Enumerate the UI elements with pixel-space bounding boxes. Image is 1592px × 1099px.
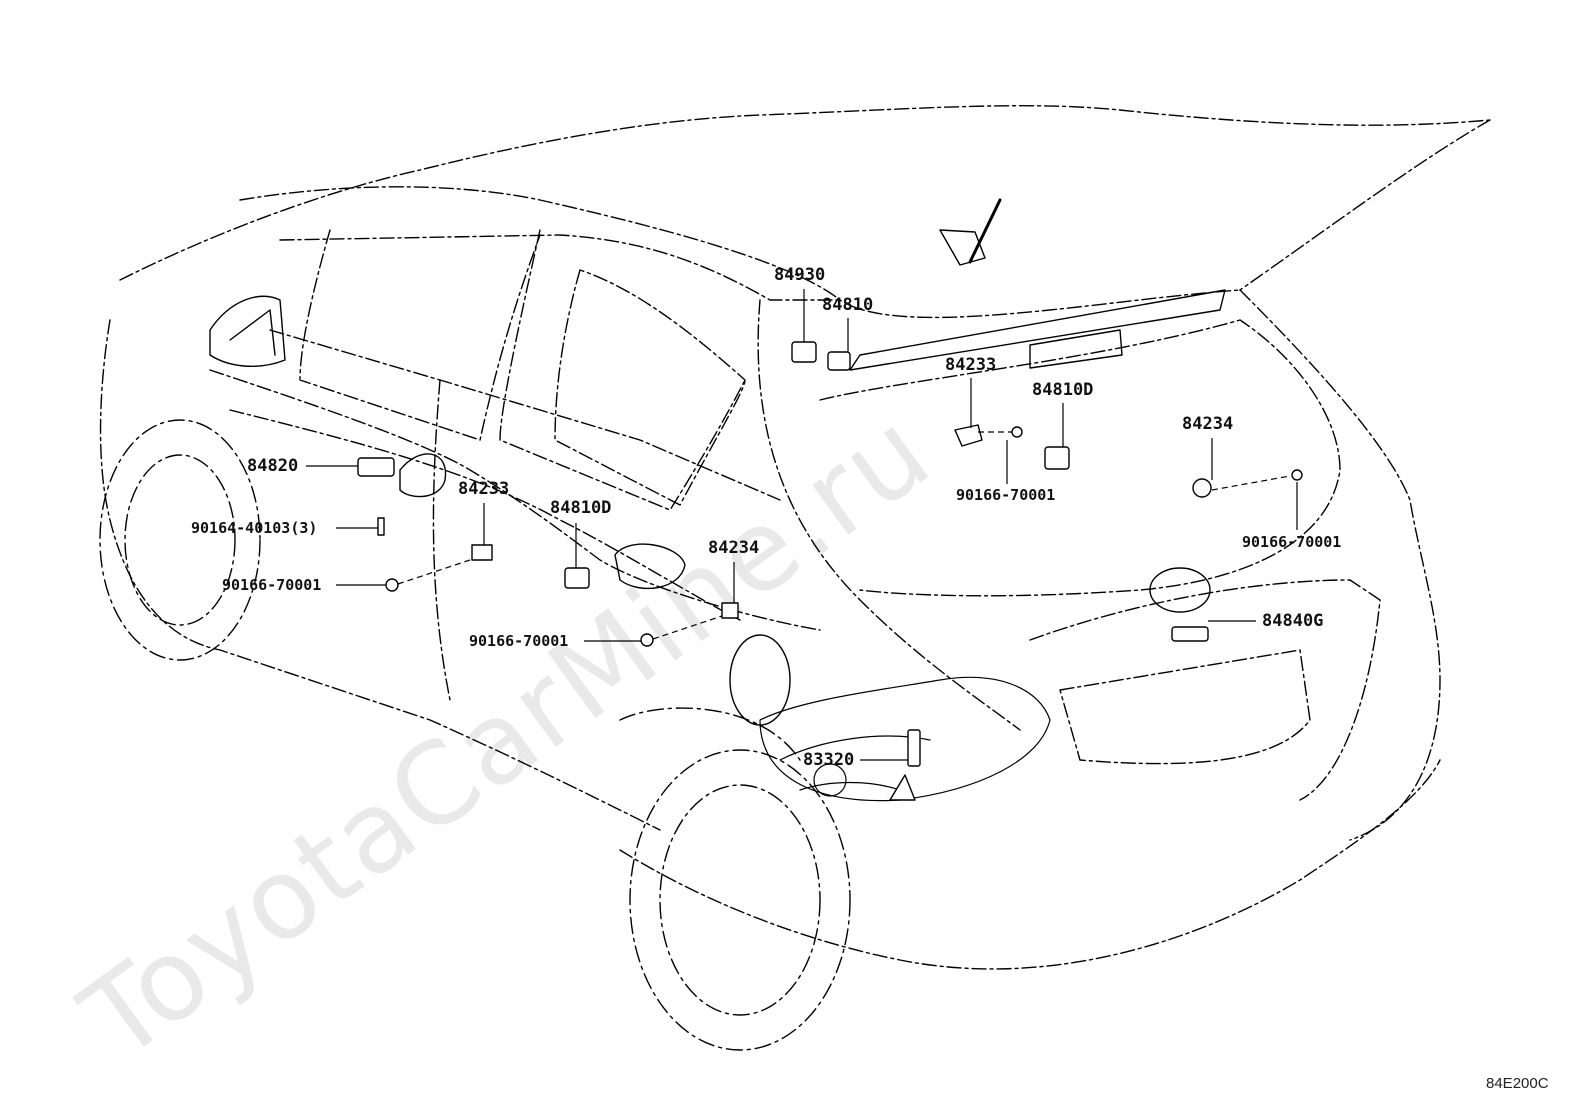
body-outline: [99, 105, 1491, 970]
label-84930: 84930: [774, 265, 826, 285]
label-83320: 83320: [803, 750, 855, 770]
rear-emblem: [1149, 567, 1211, 613]
rear-left-wheel: [99, 419, 261, 661]
side-mirror: [209, 295, 286, 368]
label-90166-70001-left: 90166-70001: [222, 576, 322, 594]
rear-right-wheel: [619, 707, 851, 1051]
label-84810D-top: 84810D: [1032, 380, 1094, 400]
label-84820: 84820: [247, 456, 299, 476]
label-84234-right: 84234: [1182, 414, 1234, 434]
label-84233-left: 84233: [458, 479, 510, 499]
label-90166-70001-right: 90166-70001: [1242, 533, 1342, 551]
label-84840G: 84840G: [1262, 611, 1324, 631]
part-symbols: [357, 341, 1303, 801]
rear-spoiler: [849, 289, 1226, 371]
label-84234-left: 84234: [708, 538, 760, 558]
diagram-code: 84E200C: [1486, 1075, 1549, 1092]
label-90166-70001-center: 90166-70001: [956, 486, 1056, 504]
label-84810: 84810: [822, 295, 874, 315]
door-handles: [399, 453, 686, 590]
label-90164-40103: 90164-40103(3): [191, 519, 318, 537]
label-90166-70001-lower: 90166-70001: [469, 632, 569, 650]
label-84233-top: 84233: [945, 355, 997, 375]
label-84810D-left: 84810D: [550, 498, 612, 518]
leader-lines: [306, 289, 1298, 761]
antenna: [939, 198, 1002, 266]
